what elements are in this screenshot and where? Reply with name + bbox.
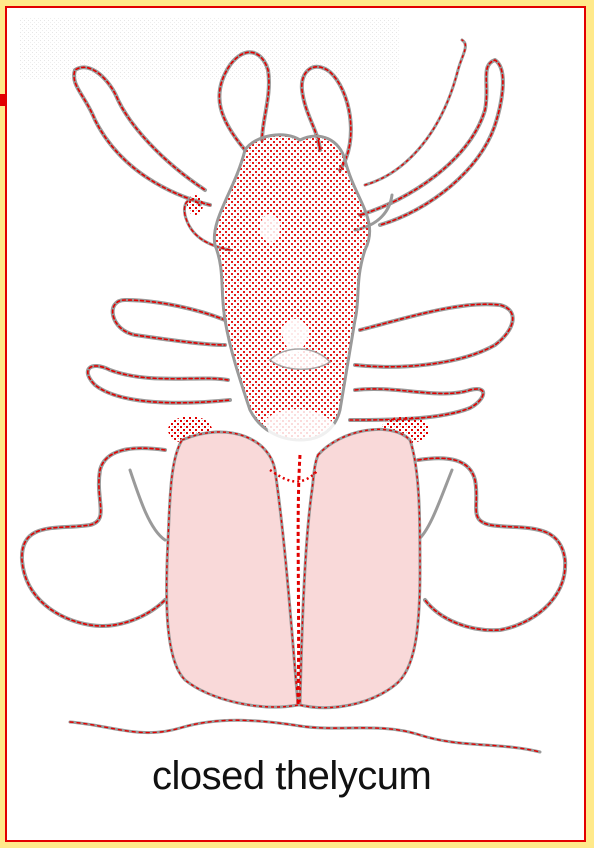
diagram-caption: closed thelycum bbox=[152, 752, 512, 800]
central-body bbox=[168, 135, 429, 455]
thelycum-plates bbox=[167, 429, 420, 707]
